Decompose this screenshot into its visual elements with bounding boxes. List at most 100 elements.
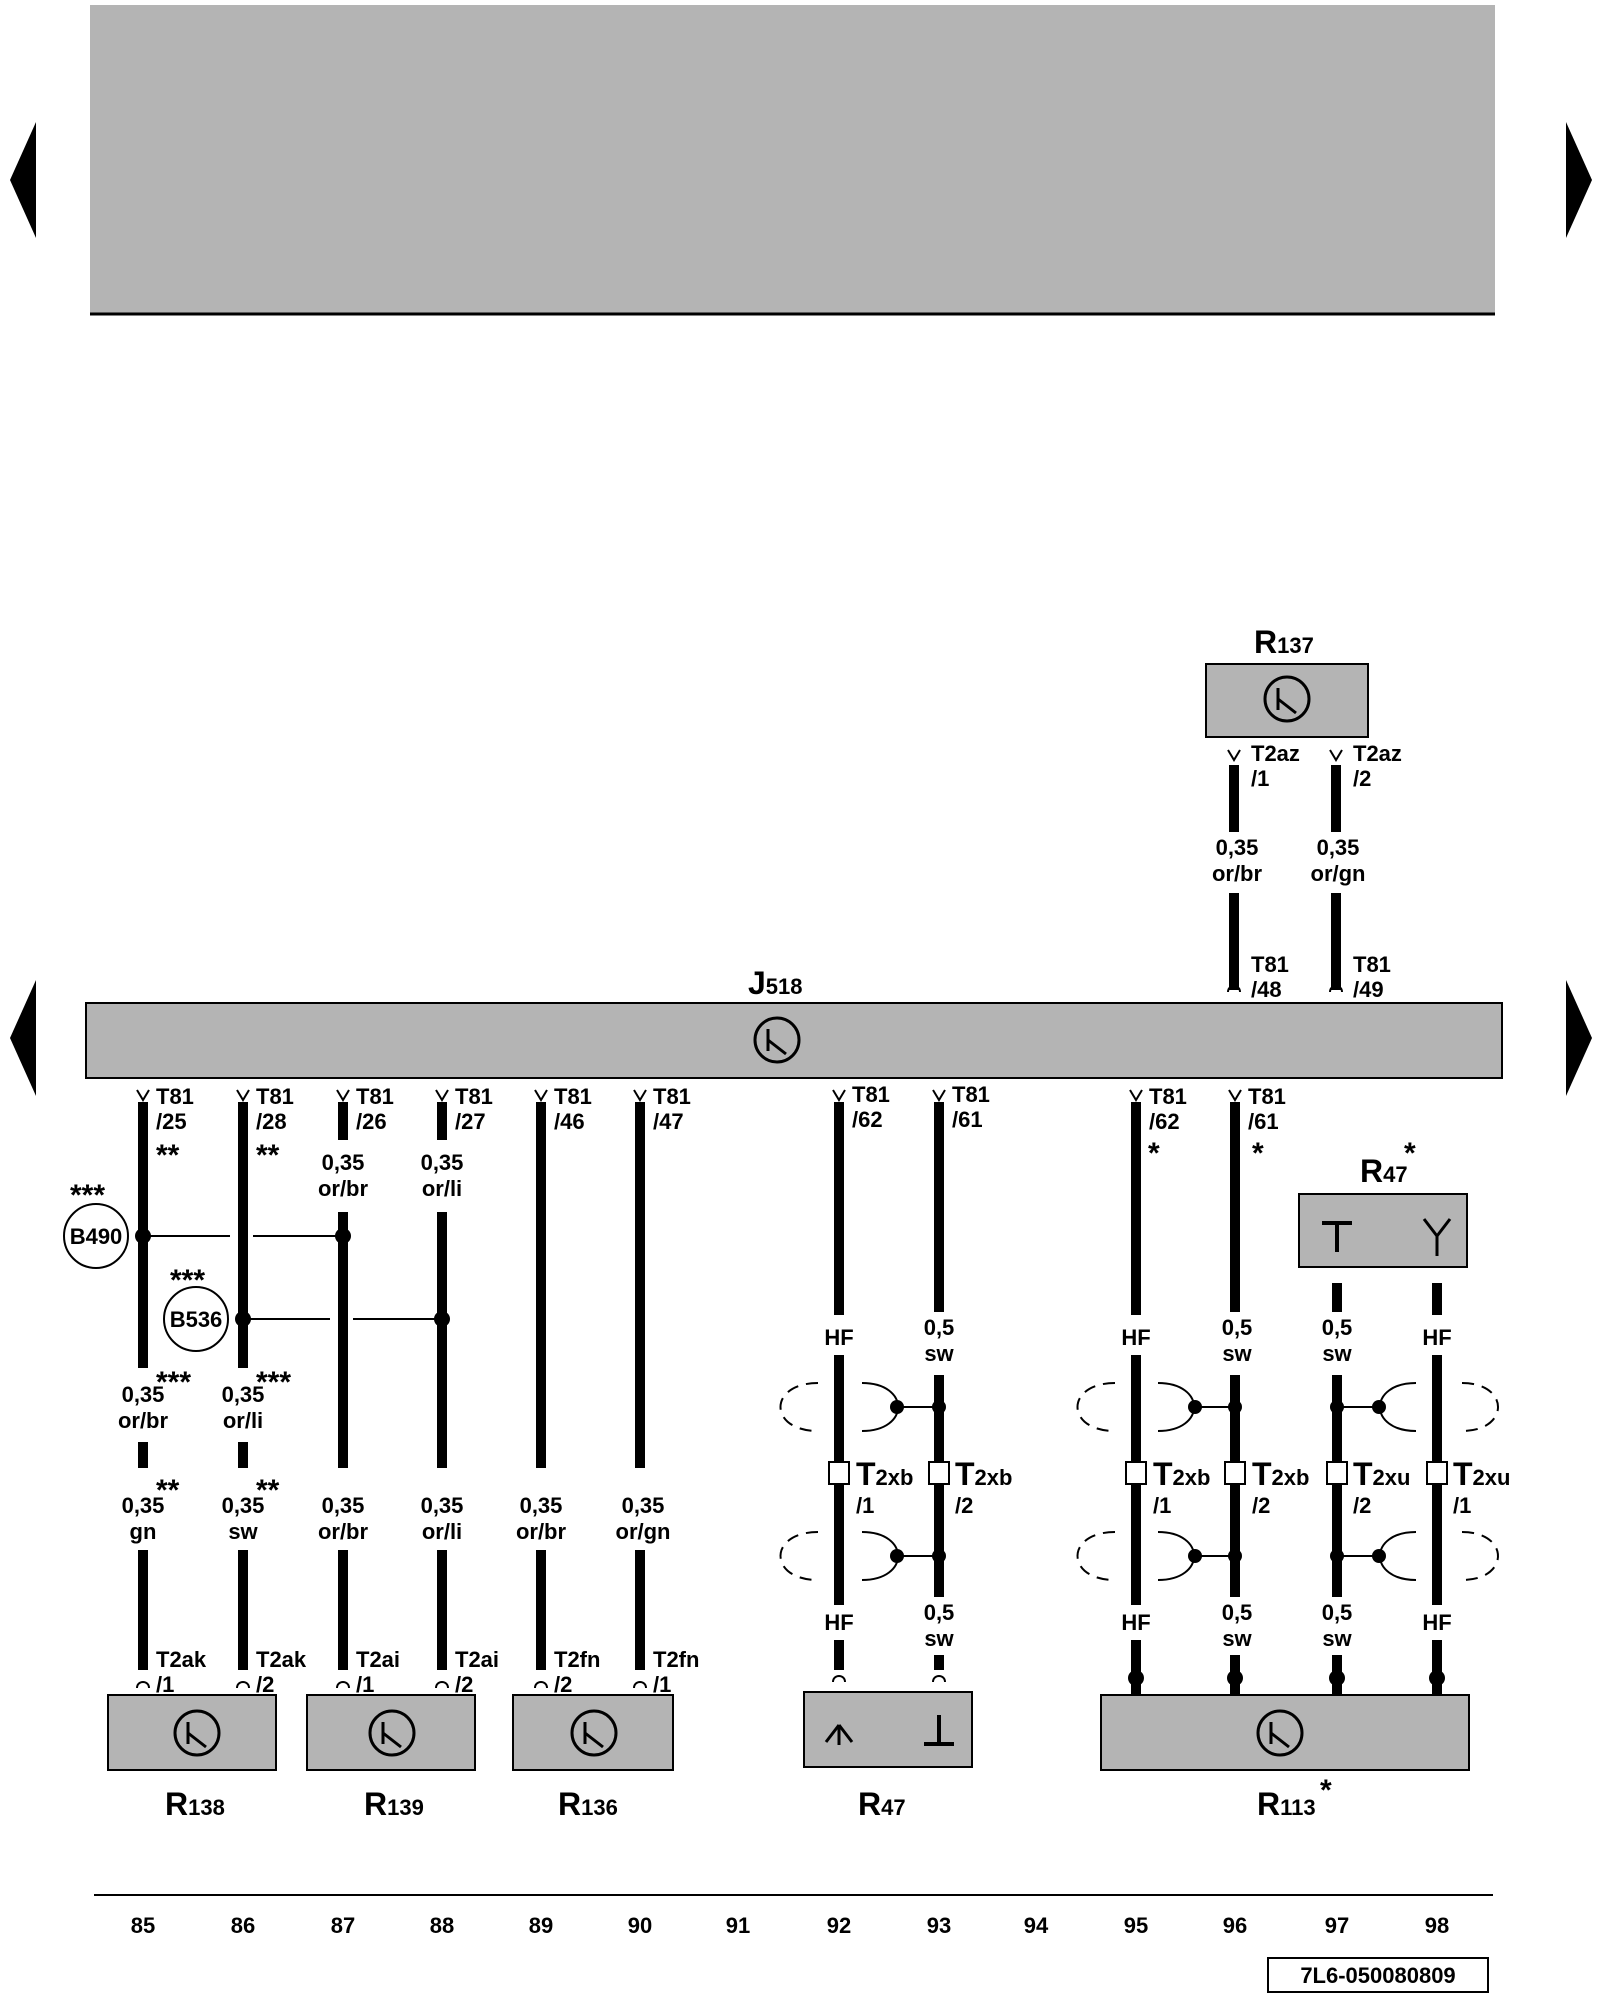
- antenna-icon: [824, 1218, 1452, 1745]
- svg-text:0,5sw: 0,5sw: [1222, 1315, 1253, 1366]
- component-j518[interactable]: [85, 1002, 1503, 1079]
- label-r47: R47: [858, 1786, 906, 1822]
- svg-text:T2xu: T2xu: [1353, 1456, 1410, 1492]
- connector-labels: T2xb /1 T2xb /2 T2xb /1 T2xb /2 T2xu /2 …: [856, 1456, 1510, 1518]
- column-number: 94: [1024, 1913, 1049, 1938]
- footnote-stars: ** ** *** *** *** *** ** ** * *: [70, 1137, 1264, 1507]
- svg-text:T2xb: T2xb: [856, 1456, 913, 1492]
- svg-text:HF: HF: [824, 1610, 853, 1635]
- svg-text:**: **: [256, 1139, 280, 1172]
- svg-text:T81/48: T81/48: [1251, 952, 1289, 1002]
- component-r47-top[interactable]: [1298, 1193, 1468, 1268]
- svg-text:0,5sw: 0,5sw: [1322, 1600, 1353, 1651]
- svg-text:T2az/2: T2az/2: [1353, 741, 1402, 791]
- arrow-right-icon[interactable]: [1566, 980, 1592, 1096]
- splice-b490[interactable]: [63, 1203, 129, 1269]
- svg-text:***: ***: [170, 1264, 205, 1297]
- svg-text:T81/27: T81/27: [455, 1084, 493, 1134]
- label-r136: R136: [558, 1786, 618, 1822]
- svg-text:T81/25: T81/25: [156, 1084, 194, 1134]
- component-r137[interactable]: [1205, 663, 1369, 738]
- svg-text:/2: /2: [1353, 1493, 1371, 1518]
- radio-component-icon: [173, 675, 1311, 1757]
- column-number: 95: [1124, 1913, 1148, 1938]
- svg-text:HF: HF: [1121, 1325, 1150, 1350]
- svg-text:/1: /1: [1153, 1493, 1171, 1518]
- svg-text:T2ai/2: T2ai/2: [455, 1647, 499, 1697]
- svg-text:0,5sw: 0,5sw: [1222, 1600, 1253, 1651]
- wires: [138, 765, 1442, 1695]
- svg-text:/2: /2: [955, 1493, 973, 1518]
- label-r113: R113: [1257, 1786, 1316, 1822]
- arrow-right-icon[interactable]: [1566, 122, 1592, 238]
- doc-id-box: [1267, 1957, 1489, 1993]
- column-number: 88: [430, 1913, 454, 1938]
- svg-text:**: **: [256, 1474, 280, 1507]
- svg-text:**: **: [156, 1139, 180, 1172]
- label-r137: R137: [1254, 624, 1314, 660]
- svg-text:HF: HF: [1121, 1610, 1150, 1635]
- svg-text:0,5sw: 0,5sw: [924, 1315, 955, 1366]
- component-r136[interactable]: [512, 1694, 674, 1771]
- header-panel: [90, 5, 1495, 314]
- splice-b536[interactable]: [163, 1286, 229, 1352]
- arrow-left-icon[interactable]: [10, 122, 36, 238]
- svg-text:***: ***: [256, 1366, 291, 1399]
- svg-text:T2ak/1: T2ak/1: [156, 1647, 207, 1697]
- svg-text:HF: HF: [824, 1325, 853, 1350]
- label-r139: R139: [364, 1786, 424, 1822]
- column-number: 86: [231, 1913, 255, 1938]
- column-number: 96: [1223, 1913, 1247, 1938]
- svg-text:T2fn/1: T2fn/1: [653, 1647, 699, 1697]
- svg-text:T2ak/2: T2ak/2: [256, 1647, 307, 1697]
- arrow-left-icon[interactable]: [10, 980, 36, 1096]
- svg-text:T81/62: T81/62: [1149, 1084, 1187, 1134]
- pin-marks: [136, 749, 1343, 1689]
- column-number: 91: [726, 1913, 750, 1938]
- svg-text:*: *: [1148, 1137, 1160, 1170]
- svg-text:T2xu: T2xu: [1453, 1456, 1510, 1492]
- component-r47[interactable]: [803, 1691, 973, 1768]
- svg-text:HF: HF: [1422, 1325, 1451, 1350]
- svg-text:***: ***: [70, 1179, 105, 1212]
- svg-text:T2xb: T2xb: [955, 1456, 1012, 1492]
- splice-lines: [143, 1235, 442, 1320]
- star-r113: *: [1320, 1774, 1332, 1807]
- column-number: 98: [1425, 1913, 1449, 1938]
- svg-text:T81/26: T81/26: [356, 1084, 394, 1134]
- hf-labels: HF HF HF HF HF HF: [824, 1325, 1451, 1635]
- column-number: 93: [927, 1913, 951, 1938]
- column-number: 92: [827, 1913, 851, 1938]
- star-r47-top: *: [1404, 1137, 1416, 1170]
- component-r138[interactable]: [107, 1694, 277, 1771]
- svg-text:T2fn/2: T2fn/2: [554, 1647, 600, 1697]
- label-j518: J518: [748, 965, 803, 1001]
- svg-text:T81/46: T81/46: [554, 1084, 592, 1134]
- component-r113[interactable]: [1100, 1694, 1470, 1771]
- svg-text:0,5sw: 0,5sw: [1322, 1315, 1353, 1366]
- connector-boxes: [828, 1461, 1448, 1485]
- svg-text:T81/49: T81/49: [1353, 952, 1391, 1002]
- svg-text:T81/28: T81/28: [256, 1084, 294, 1134]
- svg-text:T81/47: T81/47: [653, 1084, 691, 1134]
- label-r47-top: R47: [1360, 1153, 1408, 1189]
- column-number: 85: [131, 1913, 155, 1938]
- svg-text:*: *: [1252, 1137, 1264, 1170]
- svg-text:T81/61: T81/61: [952, 1082, 990, 1132]
- component-r139[interactable]: [306, 1694, 476, 1771]
- svg-text:T81/62: T81/62: [852, 1082, 890, 1132]
- doc-id: 7L6-050080809: [1300, 1963, 1455, 1988]
- label-r138: R138: [165, 1786, 225, 1822]
- column-number: 97: [1325, 1913, 1349, 1938]
